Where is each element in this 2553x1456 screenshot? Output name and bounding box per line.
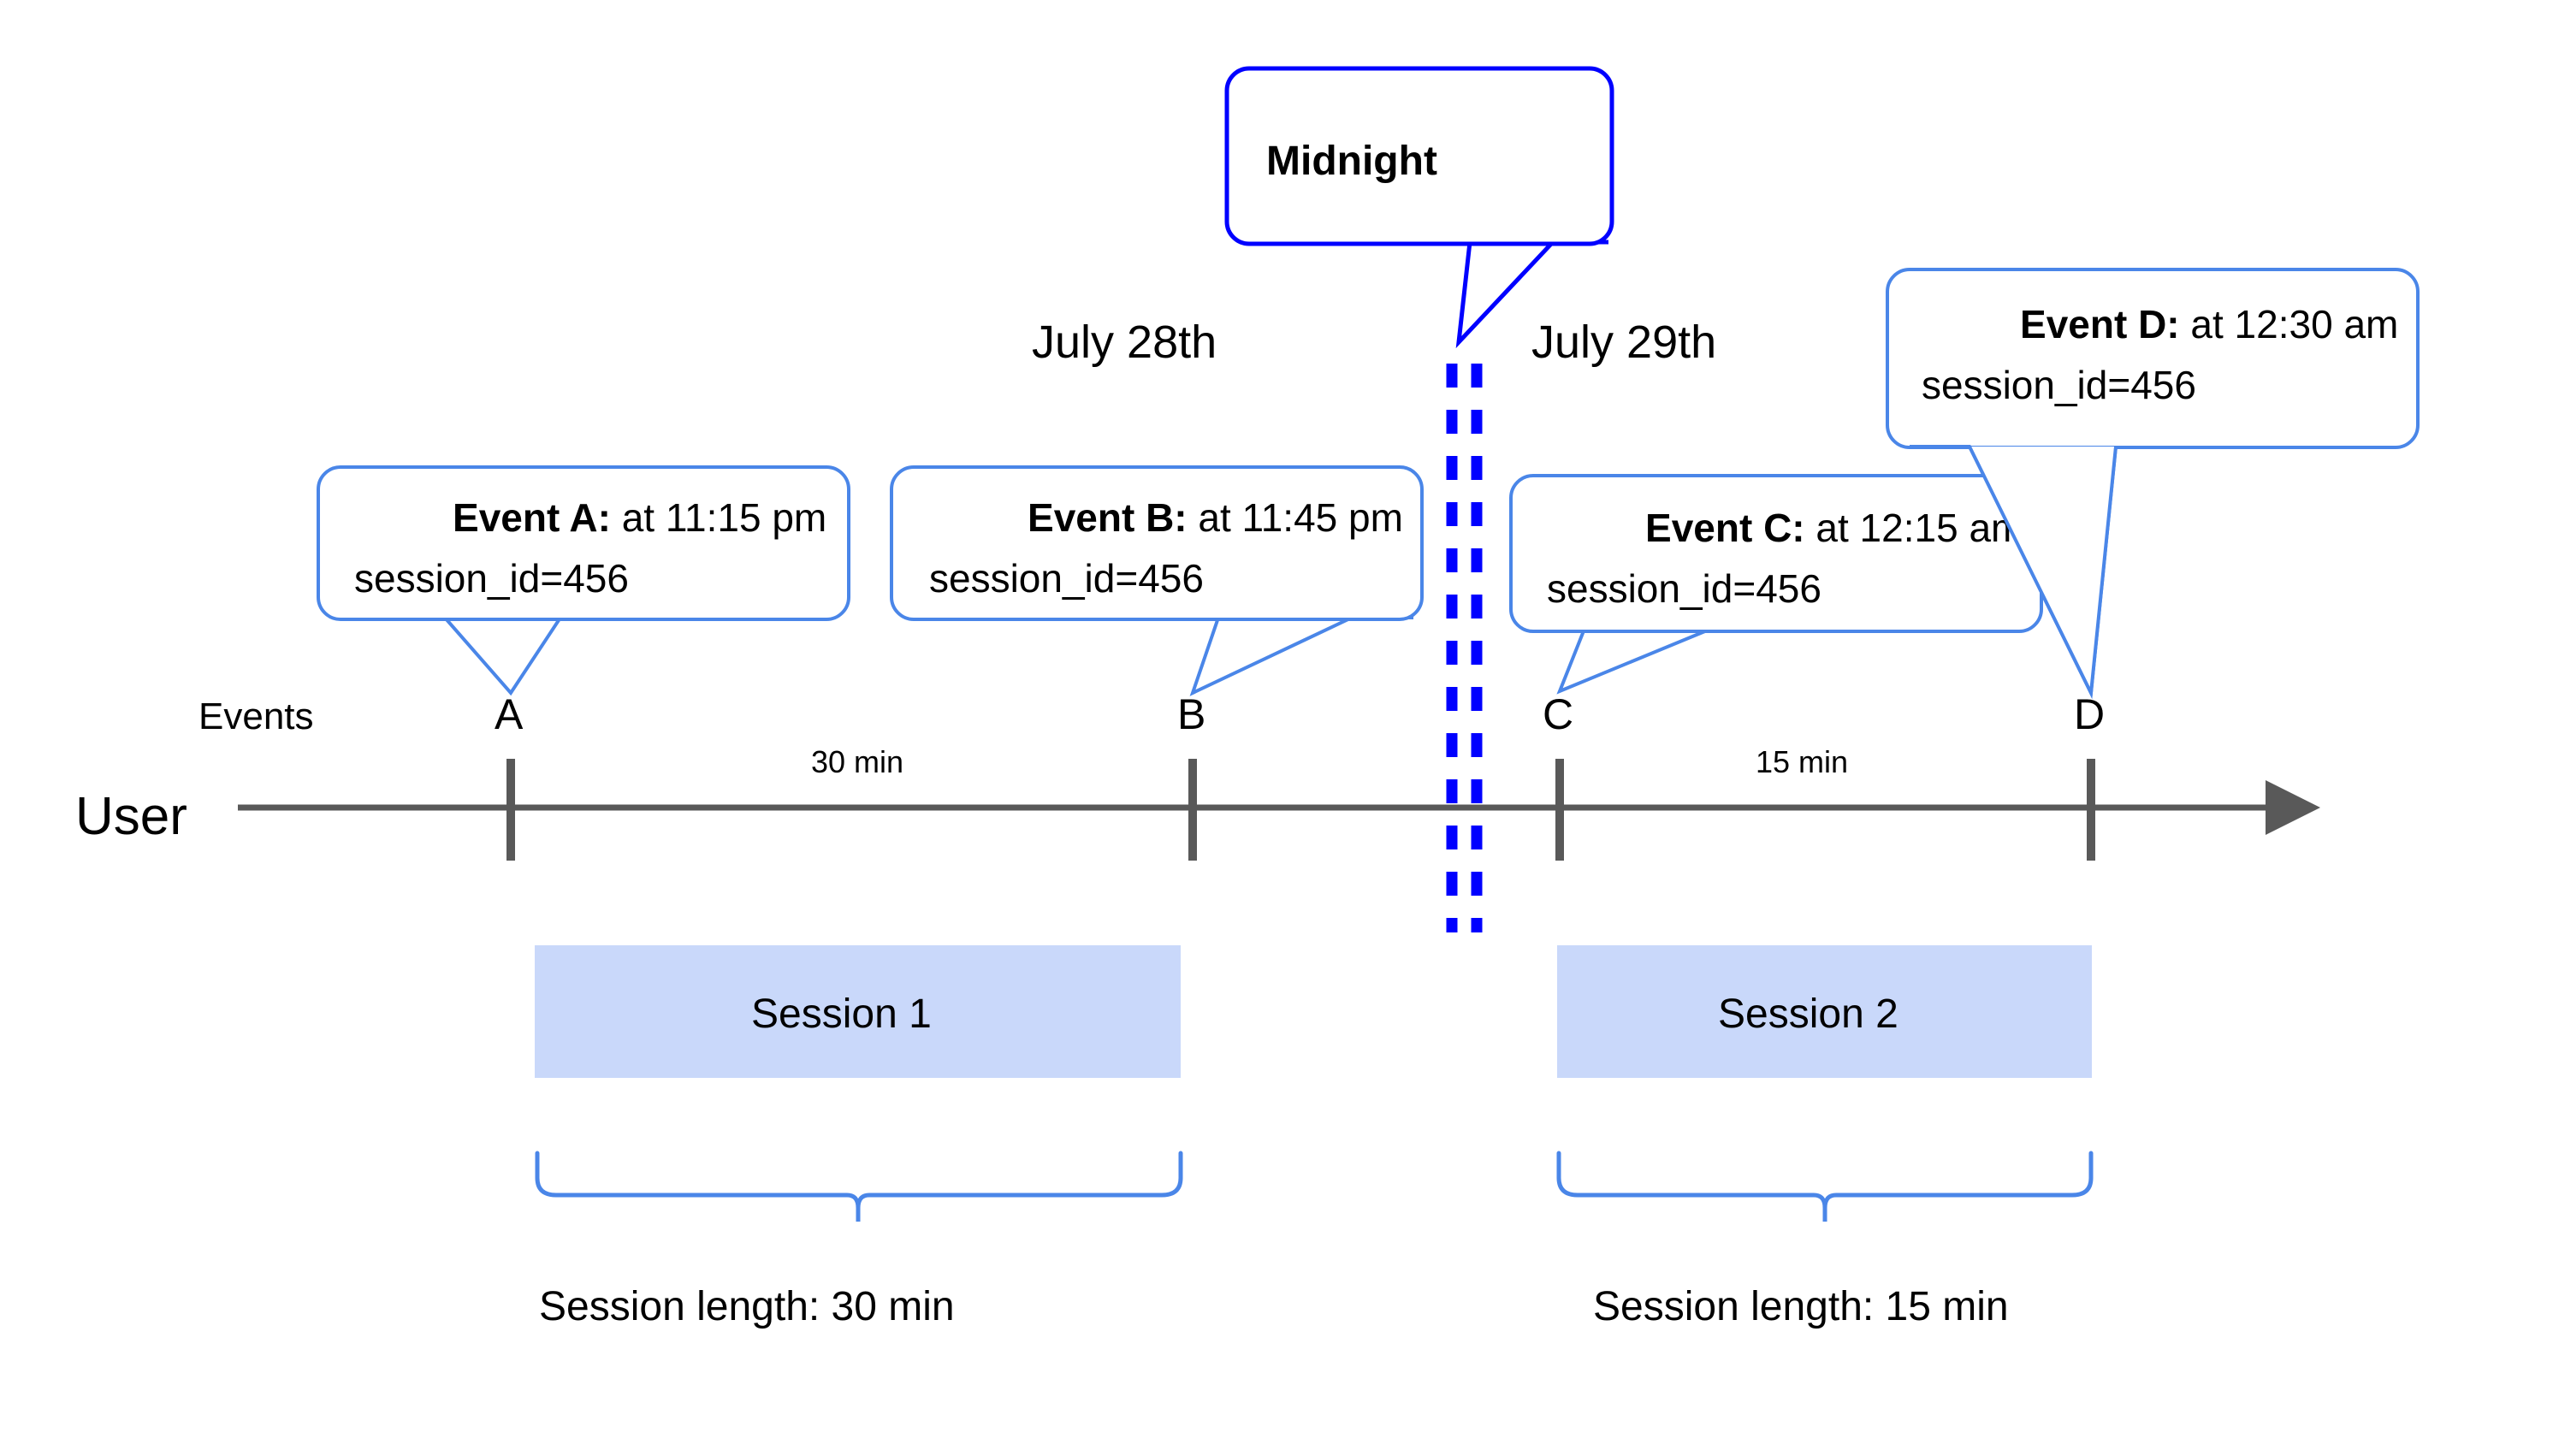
midnight-callout[interactable]: Midnight — [1224, 66, 1614, 349]
event-c-callout[interactable]: Event C: at 12:15 am session_id=456 — [1509, 474, 2100, 695]
midnight-callout-box — [1224, 66, 1614, 246]
event-marker-label-d: D — [2074, 690, 2105, 738]
midnight-divider — [1446, 364, 1483, 932]
event-a-callout-bold: Event A: — [453, 495, 611, 540]
event-b-callout-box — [890, 465, 1424, 621]
event-marker-label-c: C — [1543, 690, 1573, 738]
event-b-callout-bold: Event B: — [1028, 495, 1188, 540]
event-b-callout-line2: session_id=456 — [929, 556, 1204, 601]
event-d-tail-overlay — [1910, 445, 2118, 700]
event-b-callout-line1: Event B: at 11:45 pm — [929, 495, 1479, 540]
event-c-callout-line1: Event C: at 12:15 am — [1547, 506, 2100, 550]
session-2-label: Session 2 — [1718, 991, 1898, 1037]
midnight-callout-label: Midnight — [1266, 139, 1437, 184]
session-1-group[interactable]: Session 1 Session length: 30 min — [535, 945, 1183, 1329]
event-d-tail-stroke — [1910, 445, 2118, 700]
event-marker-label-a: A — [495, 690, 524, 738]
events-row-label: Events — [198, 695, 314, 737]
event-a-callout-tail — [376, 616, 625, 696]
session-2-bar — [1557, 945, 2092, 1078]
timeline-arrow-icon — [2266, 780, 2320, 835]
session-1-length-label: Session length: 30 min — [539, 1284, 955, 1329]
event-a-callout-line1: Event A: at 11:15 pm — [354, 495, 903, 540]
event-c-callout-bold: Event C: — [1645, 506, 1805, 550]
duration-label-ab: 30 min — [811, 744, 903, 779]
date-label-july29: July 29th — [1531, 317, 1716, 368]
event-d-callout-line2: session_id=456 — [1922, 363, 2196, 407]
event-a-callout[interactable]: Event A: at 11:15 pm session_id=456 — [317, 465, 903, 696]
event-a-callout-line2: session_id=456 — [354, 556, 629, 601]
event-b-callout-tail — [1155, 616, 1413, 696]
session-2-length-label: Session length: 15 min — [1593, 1284, 2009, 1329]
event-c-callout-rest: at 12:15 am — [1805, 506, 2024, 550]
session-1-bar — [535, 945, 1181, 1078]
event-b-callout-rest: at 11:45 pm — [1188, 495, 1403, 540]
session-1-brace — [535, 1151, 1183, 1222]
event-d-callout-bold: Event D: — [2020, 302, 2180, 346]
timeline-axis — [238, 759, 2320, 861]
user-row-label: User — [75, 787, 187, 846]
date-label-july28: July 28th — [1032, 317, 1217, 368]
event-a-callout-box — [317, 465, 850, 621]
event-marker-label-b: B — [1177, 690, 1205, 738]
event-d-callout-box — [1886, 268, 2420, 449]
session-2-brace — [1556, 1151, 2094, 1222]
event-d-callout-rest: at 12:30 am — [2180, 302, 2399, 346]
duration-label-cd: 15 min — [1756, 744, 1848, 779]
event-d-callout-line1: Event D: at 12:30 am — [1922, 302, 2475, 346]
event-b-callout[interactable]: Event B: at 11:45 pm session_id=456 — [890, 465, 1479, 696]
event-a-callout-rest: at 11:15 pm — [611, 495, 826, 540]
session-2-group[interactable]: Session 2 Session length: 15 min — [1556, 945, 2094, 1329]
session-1-label: Session 1 — [751, 991, 932, 1037]
event-c-callout-line2: session_id=456 — [1547, 566, 1821, 611]
event-c-callout-tail — [1528, 627, 1771, 695]
